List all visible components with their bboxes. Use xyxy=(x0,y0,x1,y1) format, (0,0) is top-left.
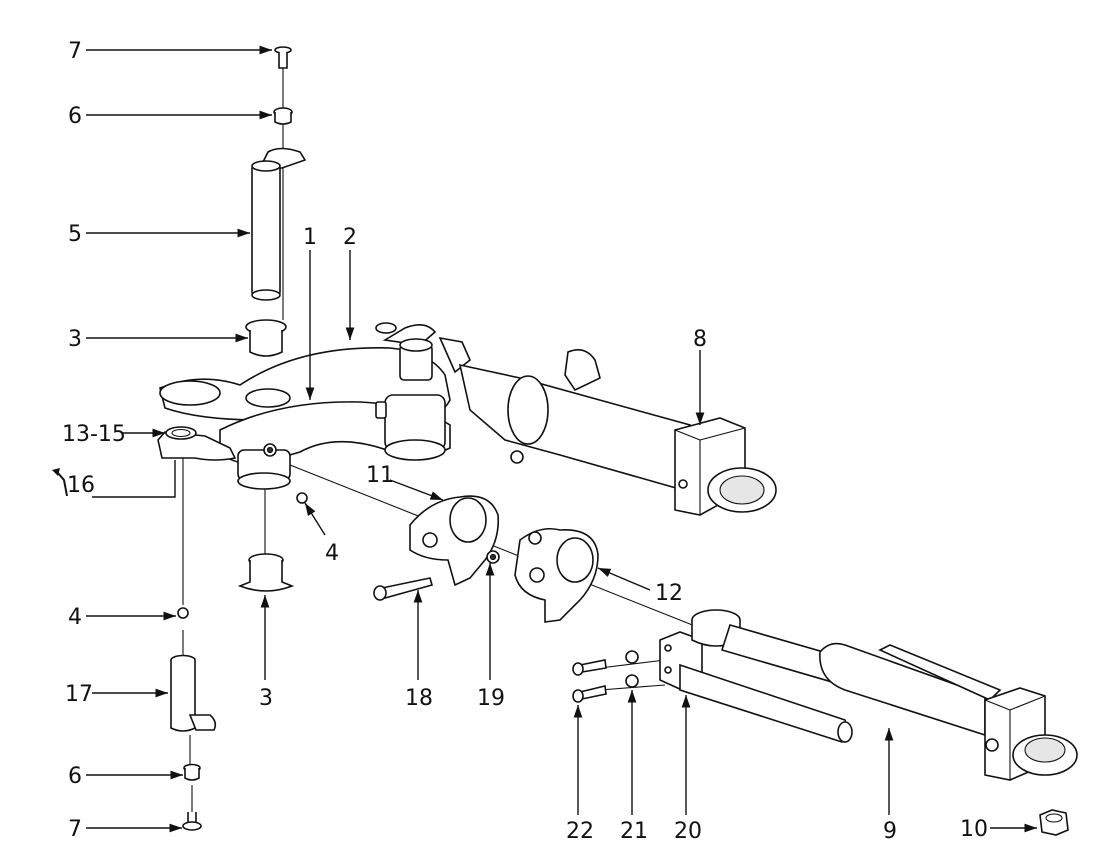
label-16: 16 xyxy=(67,473,95,498)
label-3-top: 3 xyxy=(68,327,82,352)
label-20: 20 xyxy=(674,819,702,844)
lower-actuator-part xyxy=(679,609,1078,781)
bearing-lever-part xyxy=(157,426,237,461)
washers-21-part xyxy=(625,650,639,688)
callout-labels: 7 6 5 1 2 8 3 13-15 16 11 4 12 3 18 19 4… xyxy=(62,39,988,844)
label-2: 2 xyxy=(343,225,357,250)
label-5: 5 xyxy=(68,222,82,247)
bolt-18-part xyxy=(373,577,433,601)
sleeve-bottom-part xyxy=(237,553,295,592)
label-13-15: 13-15 xyxy=(62,422,126,447)
ball-mid-part xyxy=(296,492,308,504)
screws-22-part xyxy=(572,659,607,703)
label-1: 1 xyxy=(303,225,317,250)
upper-actuator-part xyxy=(458,349,777,516)
nut-10-part xyxy=(1039,809,1069,836)
label-19: 19 xyxy=(477,686,505,711)
label-6-top: 6 xyxy=(68,104,82,129)
sleeve-top-part xyxy=(245,319,287,357)
leader-lines xyxy=(86,45,1037,833)
label-12: 12 xyxy=(655,581,683,606)
label-4-mid: 4 xyxy=(325,541,339,566)
clamp-12-part xyxy=(514,527,599,623)
shaft-part xyxy=(251,147,307,301)
wrench-icon xyxy=(52,468,68,497)
label-22: 22 xyxy=(566,819,594,844)
washer-top-part xyxy=(273,107,293,125)
label-7-bottom: 7 xyxy=(68,817,82,842)
screw-top-part xyxy=(274,46,292,69)
pin-part xyxy=(170,654,217,732)
clamp-11-part xyxy=(409,495,500,587)
label-17: 17 xyxy=(65,682,93,707)
label-8: 8 xyxy=(693,327,707,352)
label-18: 18 xyxy=(405,686,433,711)
washer-bottom-part xyxy=(183,763,201,781)
label-9: 9 xyxy=(883,819,897,844)
label-11: 11 xyxy=(366,463,394,488)
label-6-bottom: 6 xyxy=(68,764,82,789)
label-3-bottom: 3 xyxy=(259,686,273,711)
lower-arm-part xyxy=(219,394,451,490)
label-10: 10 xyxy=(960,817,988,842)
label-4-left: 4 xyxy=(68,605,82,630)
screw-bottom-part xyxy=(182,812,202,831)
ball-left-part xyxy=(177,607,189,619)
label-21: 21 xyxy=(620,819,648,844)
label-7-top: 7 xyxy=(68,39,82,64)
axis-lines xyxy=(182,55,706,812)
